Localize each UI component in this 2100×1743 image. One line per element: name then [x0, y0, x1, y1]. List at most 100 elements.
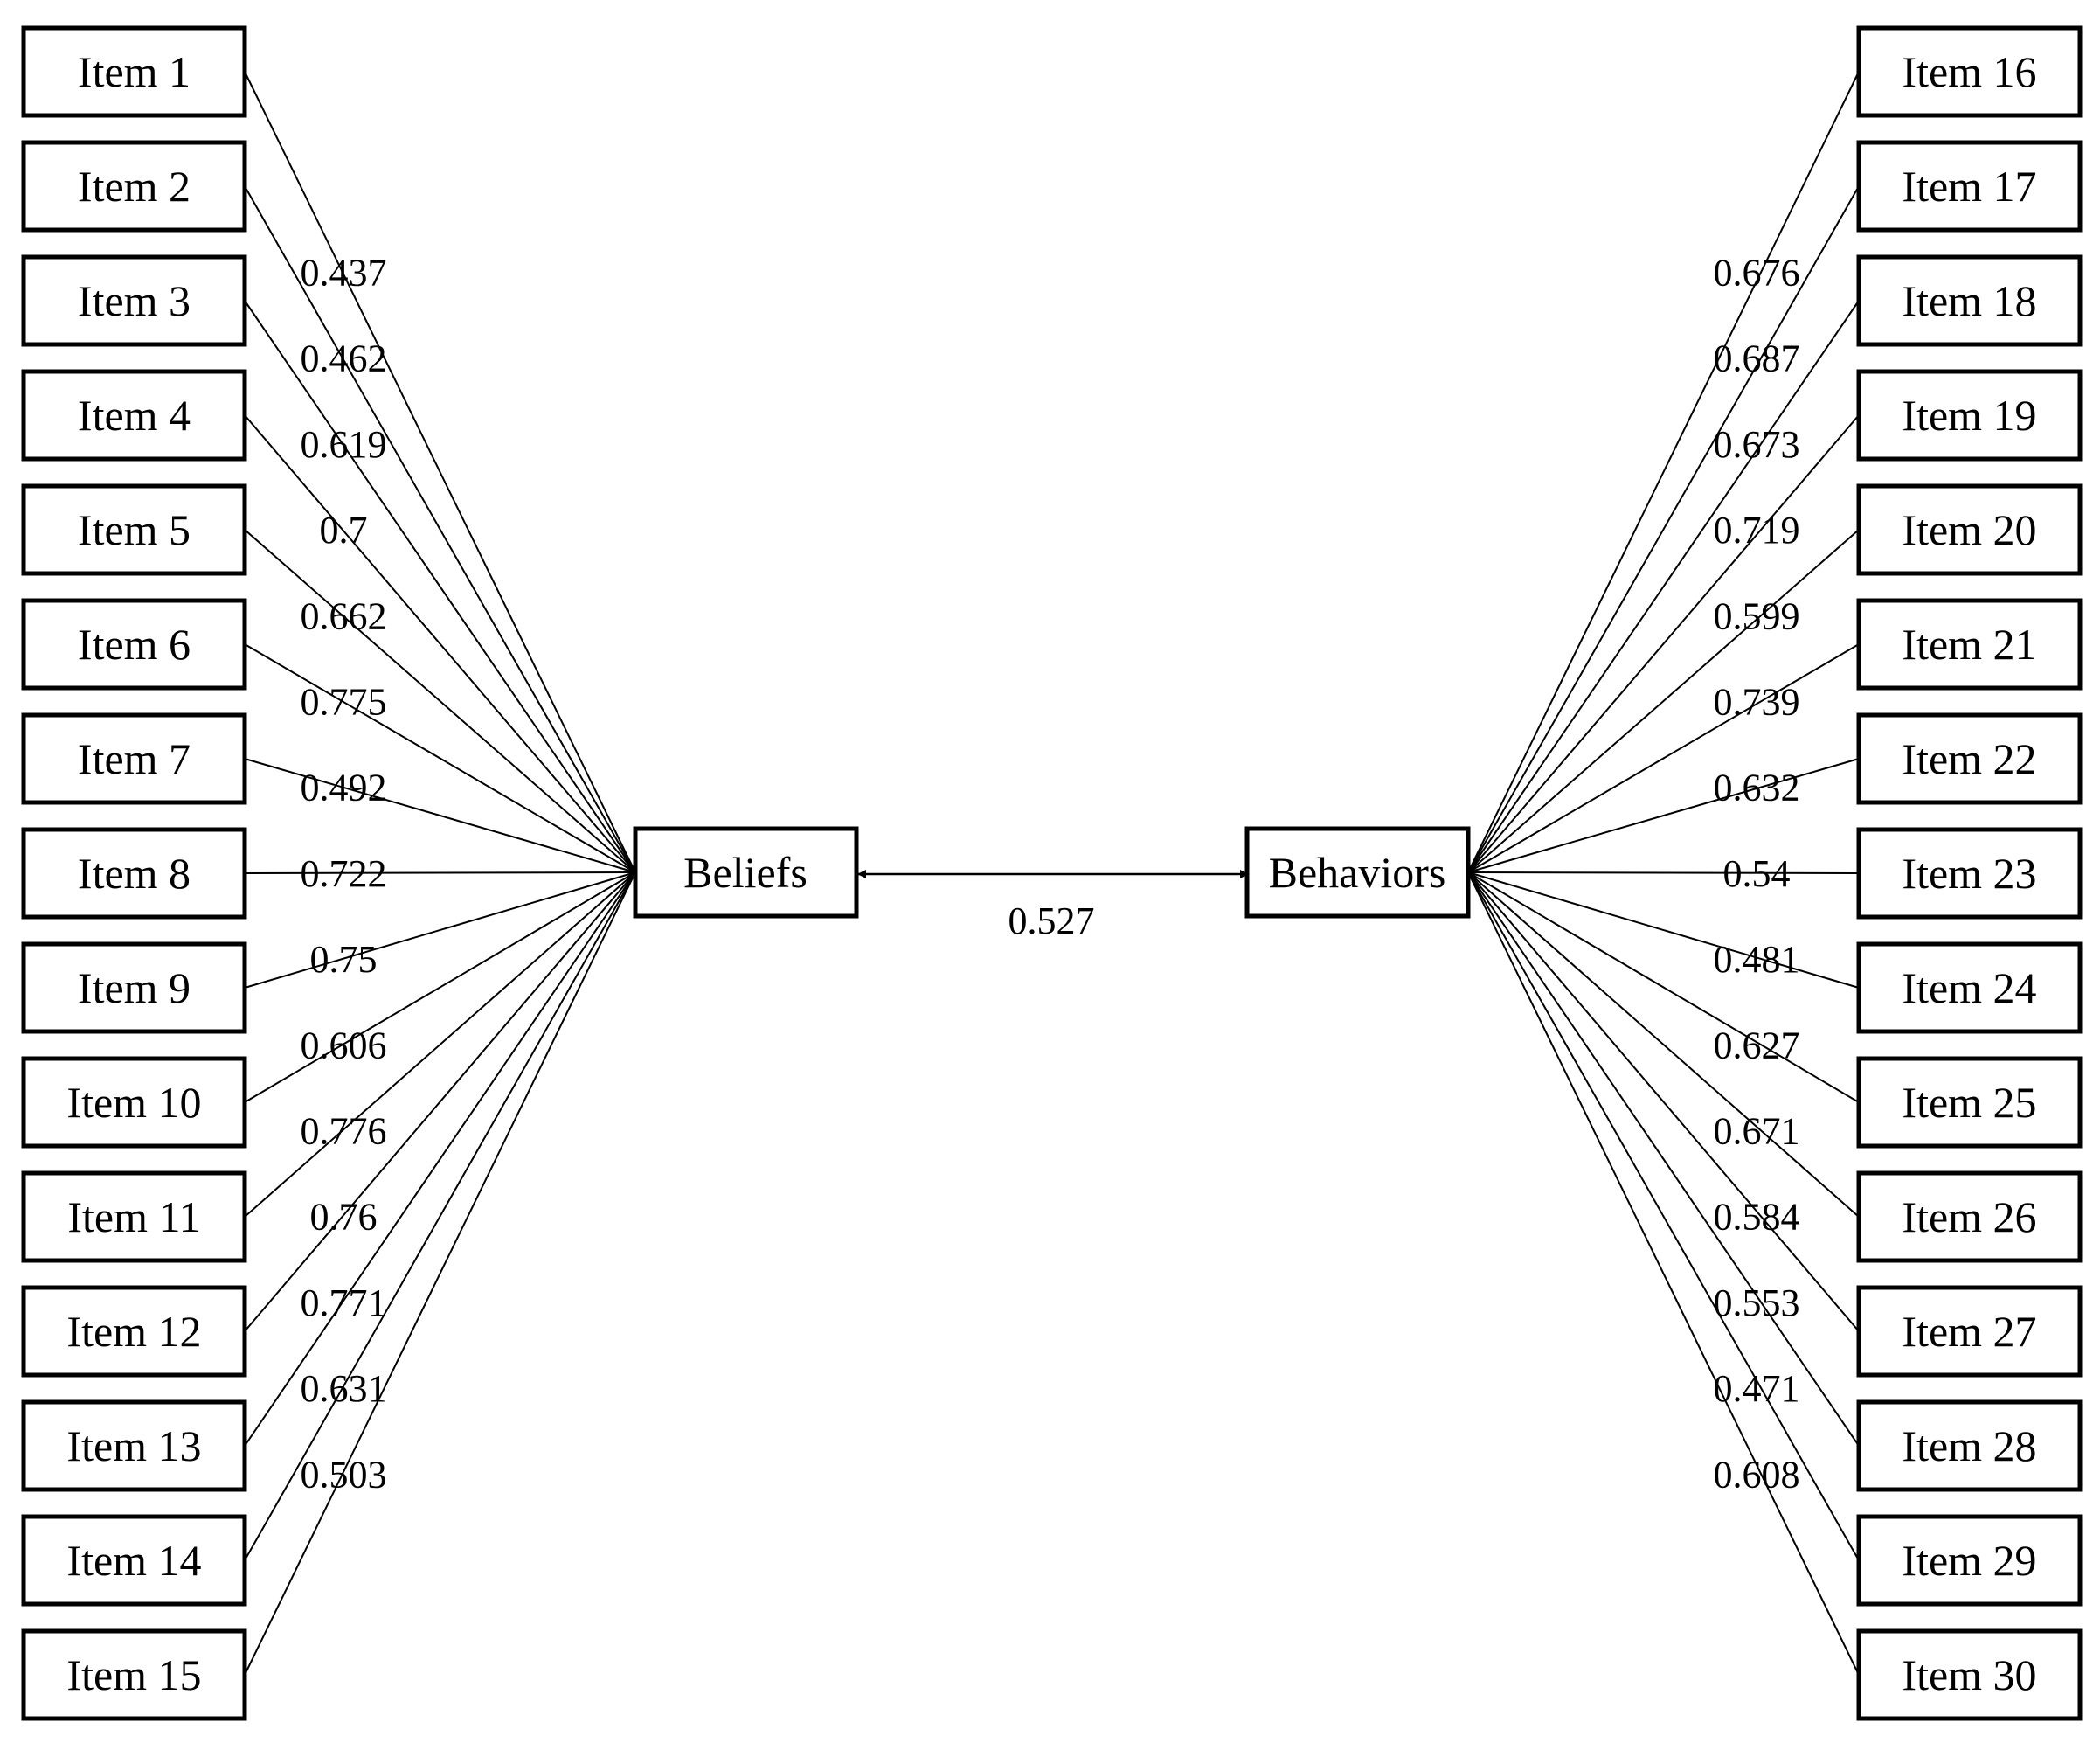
item-box-left-4 — [21, 369, 247, 462]
loading-label-right-8: 0.54 — [1723, 852, 1791, 895]
path-line-right-9 — [1467, 872, 1860, 989]
loading-label-left-7: 0.492 — [301, 767, 387, 809]
loading-label-left-9: 0.75 — [310, 938, 378, 981]
item-box-left-8 — [21, 827, 247, 920]
factor-boxes: 0.527 Beliefs Behaviors — [633, 826, 1471, 942]
item-label-left-2: Item 2 — [78, 162, 191, 211]
path-line-right-4 — [1467, 414, 1860, 873]
loading-label-right-4: 0.719 — [1714, 509, 1800, 552]
item-box-right-5 — [1856, 483, 2083, 576]
item-label-right-14: Item 29 — [1902, 1536, 2036, 1585]
item-box-left-9 — [21, 941, 247, 1034]
item-box-left-14 — [21, 1514, 247, 1607]
loading-labels: 0.4370.4620.6190.70.6620.7750.4920.7220.… — [301, 252, 1800, 1496]
item-label-left-4: Item 4 — [78, 391, 191, 440]
path-line-right-8 — [1467, 872, 1860, 874]
item-label-left-6: Item 6 — [78, 620, 191, 669]
item-box-right-8 — [1856, 827, 2083, 920]
item-label-left-12: Item 12 — [66, 1307, 201, 1356]
path-line-left-15 — [244, 872, 636, 1676]
item-label-right-3: Item 18 — [1902, 276, 2036, 325]
loading-label-left-12: 0.76 — [310, 1196, 378, 1239]
item-label-right-6: Item 21 — [1902, 620, 2036, 669]
item-box-right-1 — [1856, 25, 2083, 118]
item-box-right-11 — [1856, 1170, 2083, 1263]
path-line-right-7 — [1467, 758, 1860, 873]
loading-label-left-6: 0.775 — [301, 681, 387, 724]
path-line-left-4 — [244, 414, 636, 873]
item-label-right-12: Item 27 — [1902, 1307, 2036, 1356]
path-line-left-6 — [244, 643, 636, 873]
loading-label-right-12: 0.584 — [1714, 1196, 1800, 1239]
path-line-left-2 — [244, 185, 636, 873]
item-label-left-10: Item 10 — [66, 1078, 201, 1127]
factor-label-behaviors: Behaviors — [1269, 848, 1446, 897]
item-box-right-13 — [1856, 1399, 2083, 1492]
loading-label-right-6: 0.739 — [1714, 681, 1800, 724]
item-box-left-2 — [21, 140, 247, 233]
path-line-right-12 — [1467, 872, 1860, 1332]
factor-box-behaviors — [1244, 826, 1471, 919]
item-label-right-4: Item 19 — [1902, 391, 2036, 440]
item-box-right-14 — [1856, 1514, 2083, 1607]
item-box-right-9 — [1856, 941, 2083, 1034]
item-box-left-10 — [21, 1056, 247, 1149]
item-box-left-1 — [21, 25, 247, 118]
path-line-left-7 — [244, 758, 636, 873]
item-label-right-2: Item 17 — [1902, 162, 2036, 211]
loading-label-right-2: 0.687 — [1714, 337, 1800, 380]
factor-box-beliefs — [633, 826, 859, 919]
path-line-right-3 — [1467, 300, 1860, 873]
path-line-right-11 — [1467, 872, 1860, 1218]
loading-label-right-14: 0.471 — [1714, 1367, 1800, 1410]
item-label-right-5: Item 20 — [1902, 505, 2036, 554]
item-label-right-10: Item 25 — [1902, 1078, 2036, 1127]
path-line-right-6 — [1467, 643, 1860, 873]
loading-label-right-3: 0.673 — [1714, 423, 1800, 466]
item-box-left-3 — [21, 254, 247, 347]
loading-label-right-5: 0.599 — [1714, 594, 1800, 637]
path-line-left-11 — [244, 872, 636, 1218]
path-line-right-1 — [1467, 71, 1860, 873]
loading-label-right-1: 0.676 — [1714, 252, 1800, 295]
item-label-right-9: Item 24 — [1902, 963, 2036, 1012]
path-line-right-13 — [1467, 872, 1860, 1447]
loading-label-left-14: 0.631 — [301, 1367, 387, 1410]
item-label-right-1: Item 16 — [1902, 47, 2036, 96]
item-label-left-14: Item 14 — [66, 1536, 201, 1585]
path-line-left-1 — [244, 71, 636, 873]
item-box-left-5 — [21, 483, 247, 576]
item-label-left-7: Item 7 — [78, 734, 191, 783]
path-line-left-5 — [244, 529, 636, 873]
path-lines — [244, 71, 1860, 1676]
loading-label-left-5: 0.662 — [301, 594, 387, 637]
path-line-left-9 — [244, 872, 636, 989]
path-line-right-10 — [1467, 872, 1860, 1103]
loading-label-right-13: 0.553 — [1714, 1281, 1800, 1324]
item-box-left-12 — [21, 1285, 247, 1378]
path-line-left-10 — [244, 872, 636, 1103]
item-box-right-15 — [1856, 1628, 2083, 1721]
loading-label-left-1: 0.437 — [301, 252, 387, 295]
item-label-left-3: Item 3 — [78, 276, 191, 325]
loading-label-left-13: 0.771 — [301, 1281, 387, 1324]
item-box-right-6 — [1856, 598, 2083, 691]
loading-label-right-9: 0.481 — [1714, 938, 1800, 981]
item-label-right-13: Item 28 — [1902, 1421, 2036, 1470]
path-line-right-5 — [1467, 529, 1860, 873]
loading-label-right-10: 0.627 — [1714, 1024, 1800, 1066]
path-line-left-14 — [244, 872, 636, 1561]
item-box-right-3 — [1856, 254, 2083, 347]
loading-label-left-8: 0.722 — [301, 852, 387, 895]
item-label-left-13: Item 13 — [66, 1421, 201, 1470]
item-label-left-9: Item 9 — [78, 963, 191, 1012]
path-line-left-3 — [244, 300, 636, 873]
loading-label-left-3: 0.619 — [301, 423, 387, 466]
item-box-left-13 — [21, 1399, 247, 1492]
item-box-left-7 — [21, 712, 247, 805]
item-label-right-11: Item 26 — [1902, 1192, 2036, 1241]
item-box-right-12 — [1856, 1285, 2083, 1378]
